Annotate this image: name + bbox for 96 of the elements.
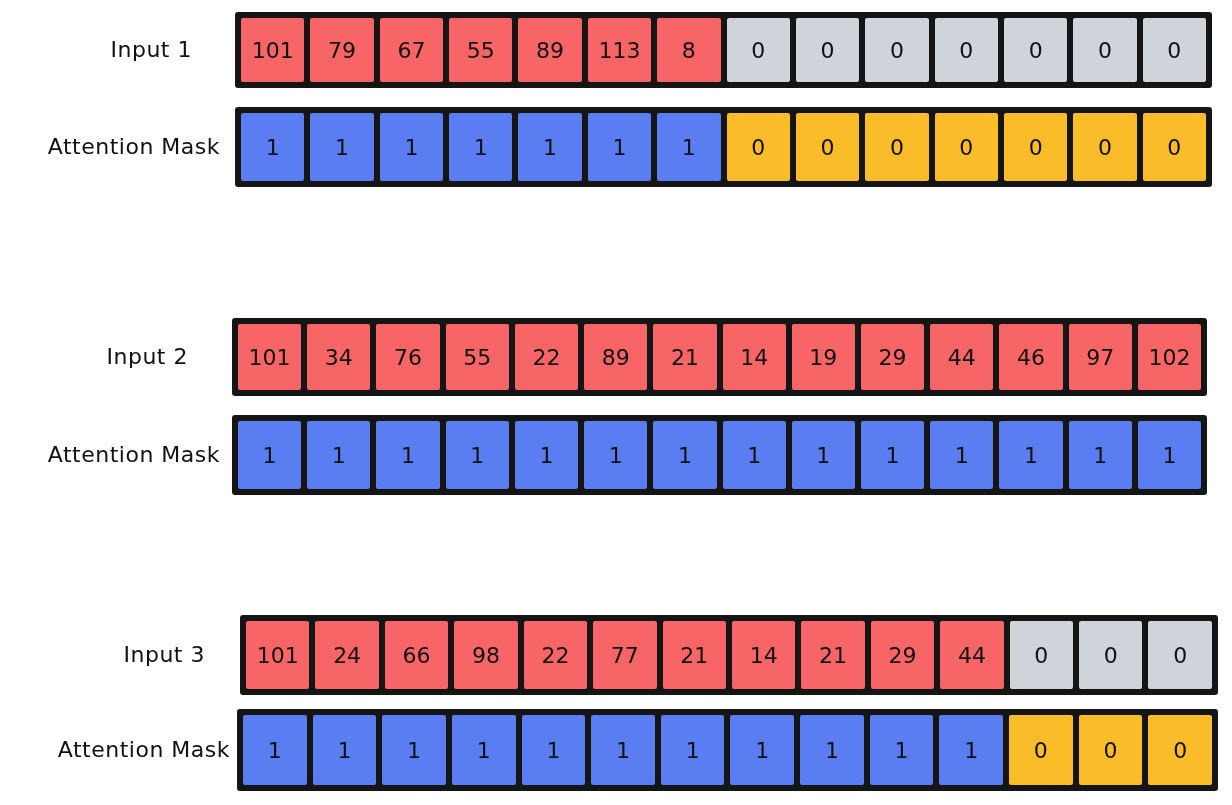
row-label: Input 1 — [110, 37, 192, 63]
token-cell: 89 — [584, 324, 648, 390]
token-cell: 0 — [1073, 18, 1137, 82]
token-row — [235, 12, 1212, 88]
mask-cell: 1 — [860, 421, 925, 489]
mask-cell: 1 — [591, 715, 655, 785]
token-row — [240, 615, 1218, 695]
token-cell: 21 — [801, 621, 865, 689]
mask-cell: 1 — [587, 113, 652, 181]
token-cell: 101 — [246, 621, 310, 689]
mask-cell: 0 — [865, 113, 929, 181]
token-cell: 29 — [860, 324, 925, 390]
token-cell: 101 — [238, 324, 302, 390]
mask-row — [232, 415, 1207, 495]
mask-cell: 0 — [795, 113, 860, 181]
mask-cell: 1 — [653, 421, 717, 489]
mask-cell: 1 — [584, 421, 648, 489]
mask-cell: 1 — [241, 113, 305, 181]
mask-row — [237, 709, 1218, 791]
mask-cell: 0 — [1003, 113, 1068, 181]
token-cell: 46 — [999, 324, 1063, 390]
token-cell: 79 — [310, 18, 374, 82]
row-label: Input 2 — [106, 344, 188, 370]
token-cell: 21 — [662, 621, 726, 689]
token-cell: 89 — [518, 18, 582, 82]
token-cell: 0 — [1142, 18, 1207, 82]
mask-cell: 1 — [379, 113, 444, 181]
token-cell: 97 — [1068, 324, 1132, 390]
mask-cell: 0 — [726, 113, 790, 181]
token-cell: 0 — [726, 18, 790, 82]
token-cell: 22 — [523, 621, 588, 689]
mask-cell: 1 — [869, 715, 934, 785]
mask-cell: 1 — [791, 421, 855, 489]
token-cell: 22 — [514, 324, 579, 390]
mask-cell: 1 — [1068, 421, 1132, 489]
mask-cell: 1 — [521, 715, 586, 785]
mask-cell: 1 — [518, 113, 582, 181]
token-cell: 67 — [379, 18, 444, 82]
mask-cell: 1 — [307, 421, 371, 489]
mask-cell: 1 — [657, 113, 721, 181]
mask-cell: 0 — [1148, 715, 1212, 785]
mask-cell: 1 — [730, 715, 795, 785]
token-cell: 0 — [1003, 18, 1068, 82]
token-cell: 29 — [870, 621, 935, 689]
token-cell: 21 — [653, 324, 717, 390]
mask-cell: 1 — [449, 113, 513, 181]
mask-cell: 1 — [930, 421, 994, 489]
token-cell: 66 — [384, 621, 449, 689]
token-cell: 0 — [934, 18, 998, 82]
row-label: Attention Mask — [47, 442, 220, 468]
mask-cell: 1 — [722, 421, 786, 489]
mask-cell: 0 — [1009, 715, 1073, 785]
token-cell: 0 — [865, 18, 929, 82]
row-label: Attention Mask — [47, 134, 220, 160]
token-row — [232, 318, 1207, 396]
mask-cell: 1 — [939, 715, 1004, 785]
token-cell: 24 — [315, 621, 379, 689]
token-cell: 44 — [930, 324, 994, 390]
mask-cell: 1 — [1137, 421, 1202, 489]
token-cell: 34 — [307, 324, 371, 390]
token-cell: 102 — [1137, 324, 1202, 390]
mask-cell: 1 — [376, 421, 440, 489]
mask-cell: 1 — [999, 421, 1063, 489]
token-cell: 0 — [1009, 621, 1074, 689]
mask-cell: 1 — [238, 421, 302, 489]
mask-cell: 1 — [382, 715, 446, 785]
token-cell: 113 — [587, 18, 652, 82]
mask-row — [235, 107, 1212, 187]
token-cell: 14 — [722, 324, 786, 390]
mask-cell: 1 — [451, 715, 516, 785]
token-cell: 0 — [1148, 621, 1212, 689]
token-cell: 101 — [241, 18, 305, 82]
mask-cell: 1 — [310, 113, 374, 181]
mask-cell: 1 — [660, 715, 725, 785]
mask-cell: 1 — [514, 421, 579, 489]
token-cell: 55 — [449, 18, 513, 82]
mask-cell: 1 — [445, 421, 509, 489]
token-cell: 14 — [731, 621, 796, 689]
row-label: Attention Mask — [57, 737, 230, 763]
mask-cell: 0 — [1078, 715, 1143, 785]
mask-cell: 1 — [243, 715, 307, 785]
mask-cell: 1 — [312, 715, 377, 785]
token-cell: 0 — [795, 18, 860, 82]
mask-cell: 1 — [800, 715, 864, 785]
token-cell: 55 — [445, 324, 509, 390]
token-cell: 8 — [657, 18, 721, 82]
token-cell: 19 — [791, 324, 855, 390]
token-cell: 44 — [940, 621, 1004, 689]
token-cell: 76 — [376, 324, 440, 390]
token-cell: 77 — [593, 621, 657, 689]
token-cell: 98 — [454, 621, 518, 689]
row-label: Input 3 — [123, 642, 205, 668]
token-cell: 0 — [1079, 621, 1143, 689]
mask-cell: 0 — [1073, 113, 1137, 181]
mask-cell: 0 — [934, 113, 998, 181]
mask-cell: 0 — [1142, 113, 1207, 181]
